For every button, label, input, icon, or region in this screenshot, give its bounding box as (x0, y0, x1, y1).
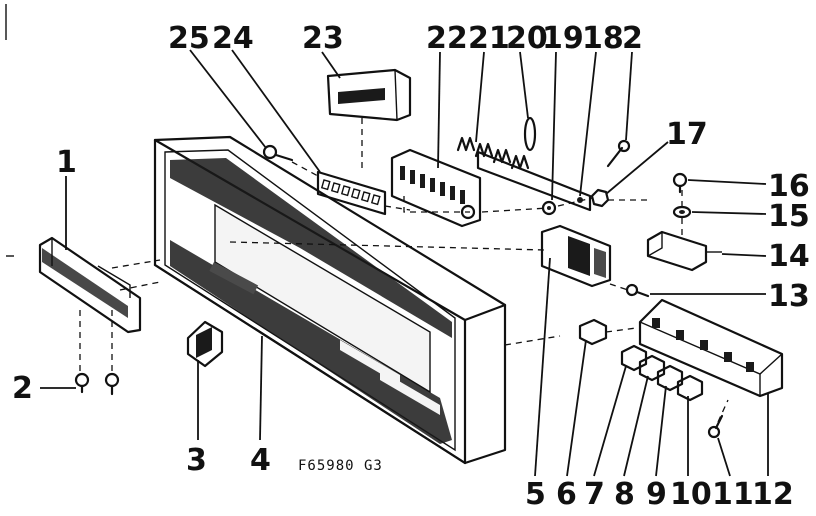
console-panel (153, 135, 507, 465)
screw-bottom-left-b (104, 372, 120, 396)
callout-7: 7 (584, 477, 605, 512)
screw-bottom-left-a (74, 372, 90, 394)
screw-11 (707, 414, 724, 439)
screw-top-right (606, 139, 631, 168)
button-housing (638, 298, 784, 398)
washer-15 (672, 205, 692, 219)
spring-clip (523, 116, 537, 152)
button-10 (676, 374, 704, 402)
switch-14 (646, 230, 722, 272)
callout-12: 12 (752, 477, 794, 512)
screw-top-left (262, 144, 294, 162)
callout-19: 19 (542, 21, 584, 56)
callout-3: 3 (186, 443, 207, 478)
callout-22: 22 (426, 21, 468, 56)
callout-15: 15 (768, 199, 810, 234)
callout-11: 11 (712, 477, 754, 512)
callout-8: 8 (614, 477, 635, 512)
callout-10: 10 (670, 477, 712, 512)
callout-24: 24 (212, 21, 254, 56)
callout-1: 1 (56, 145, 77, 180)
knob (186, 320, 224, 368)
switch-block-5 (540, 224, 612, 288)
callout-2-left: 2 (12, 371, 33, 406)
callout-21: 21 (468, 21, 510, 56)
callout-25: 25 (168, 21, 210, 56)
leader-lines (40, 49, 769, 477)
callout-23: 23 (302, 21, 344, 56)
callout-9: 9 (646, 477, 667, 512)
display-lens (326, 68, 412, 122)
digit-display (316, 170, 387, 216)
button-7 (620, 344, 648, 372)
assembly-lines (79, 118, 729, 423)
screw-16 (672, 172, 688, 194)
callout-18: 18 (582, 21, 624, 56)
circuit-board (390, 148, 482, 228)
callout-2-right: 2 (622, 21, 643, 56)
drawing-number: F65980 G3 (298, 458, 383, 474)
button-8 (638, 354, 666, 382)
screw-13 (625, 283, 650, 298)
callout-16: 16 (768, 169, 810, 204)
washer-19 (541, 200, 557, 216)
button-9 (656, 364, 684, 392)
callout-13: 13 (768, 279, 810, 314)
callout-6: 6 (556, 477, 577, 512)
callout-labels: 1 2 2 3 4 5 6 7 8 9 10 11 12 13 14 15 16… (12, 21, 810, 512)
nut-17 (590, 188, 610, 208)
callout-17: 17 (666, 117, 708, 152)
callout-5: 5 (525, 477, 546, 512)
callout-14: 14 (768, 239, 810, 274)
callout-20: 20 (506, 21, 548, 56)
end-cap (38, 236, 142, 334)
button-6 (578, 318, 608, 346)
connector-board (456, 136, 592, 212)
callout-4: 4 (250, 443, 271, 478)
